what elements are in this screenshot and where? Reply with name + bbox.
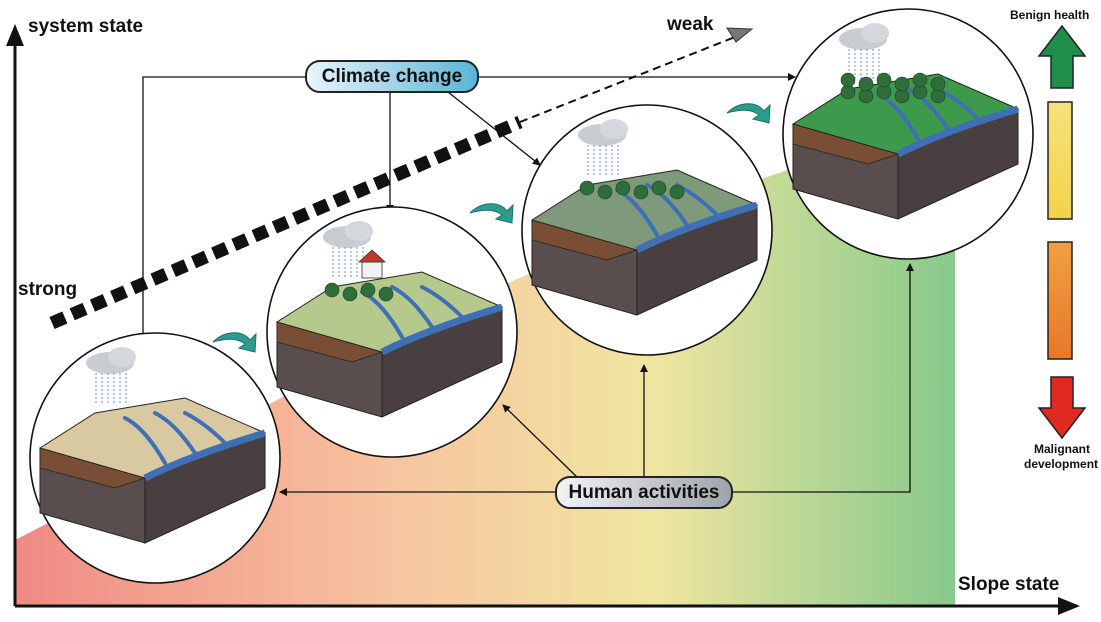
tree-icon (597, 184, 613, 200)
climate-connectors (139, 73, 796, 341)
house-roof (357, 249, 387, 263)
tree-icon (324, 282, 340, 298)
tree-icon (633, 184, 649, 200)
stage-arrow-1 (212, 332, 257, 353)
cloud-puff (600, 119, 628, 139)
trend-thick-dash (49, 116, 523, 329)
x-axis-label: Slope state (958, 574, 1060, 595)
trend-strong-label: strong (18, 279, 78, 300)
gully (183, 411, 227, 445)
river (635, 201, 759, 254)
tree-icon (858, 76, 874, 92)
malignant-arrow-down-icon (1037, 376, 1087, 440)
river (896, 105, 1020, 158)
human-activities-label: Human activities (568, 482, 720, 503)
tree-icon (651, 180, 667, 196)
progression-arrows (212, 103, 771, 353)
river (143, 429, 267, 482)
cloud-puff (861, 23, 889, 43)
stage-degraded-slope (29, 332, 281, 584)
tree-icon (579, 180, 595, 196)
y-axis-arrowhead (6, 24, 24, 46)
slope-surface (38, 397, 267, 479)
tree-icon (840, 72, 856, 88)
gully (420, 285, 464, 319)
tree-icon (378, 286, 394, 302)
x-axis-arrowhead (1058, 597, 1080, 615)
tree-icon (894, 76, 910, 92)
tree-icon (342, 286, 358, 302)
climate-change-label: Climate change (321, 66, 463, 87)
tree-icon (912, 72, 928, 88)
malignant-label-line1: Malignant (1034, 442, 1090, 456)
tree-icon (360, 282, 376, 298)
trend-weak-label: weak (667, 14, 714, 35)
gully (123, 416, 167, 465)
stage-arrow-2 (469, 203, 514, 224)
trend-arrowhead (726, 27, 754, 43)
cloud-puff (345, 221, 373, 241)
house-icon (361, 261, 383, 279)
gully (906, 87, 950, 131)
benign-arrow-up-icon (1037, 24, 1087, 89)
human-activities-pill-bg (555, 476, 733, 509)
stage-recovering-slope (266, 206, 518, 458)
tree-icon (930, 76, 946, 92)
stage-improving-slope (521, 104, 773, 356)
stage-healthy-slope (782, 8, 1034, 260)
health-scale (1037, 24, 1087, 440)
stage-arrow-3 (726, 103, 771, 124)
health-bar-orange (1047, 241, 1073, 360)
tree-icon (669, 184, 685, 200)
y-axis-label: system state (28, 16, 144, 37)
climate-change-pill-bg (305, 60, 479, 93)
gully (645, 183, 689, 227)
gully (153, 411, 197, 455)
health-bar-yellow (1047, 101, 1073, 220)
tree-icon (876, 72, 892, 88)
human-connectors (279, 263, 914, 496)
malignant-label-line2: development (1024, 457, 1099, 471)
river (380, 303, 504, 356)
cloud-puff (108, 347, 136, 367)
benign-health-label: Benign health (1010, 8, 1090, 22)
gully (390, 285, 434, 329)
tree-icon (615, 180, 631, 196)
